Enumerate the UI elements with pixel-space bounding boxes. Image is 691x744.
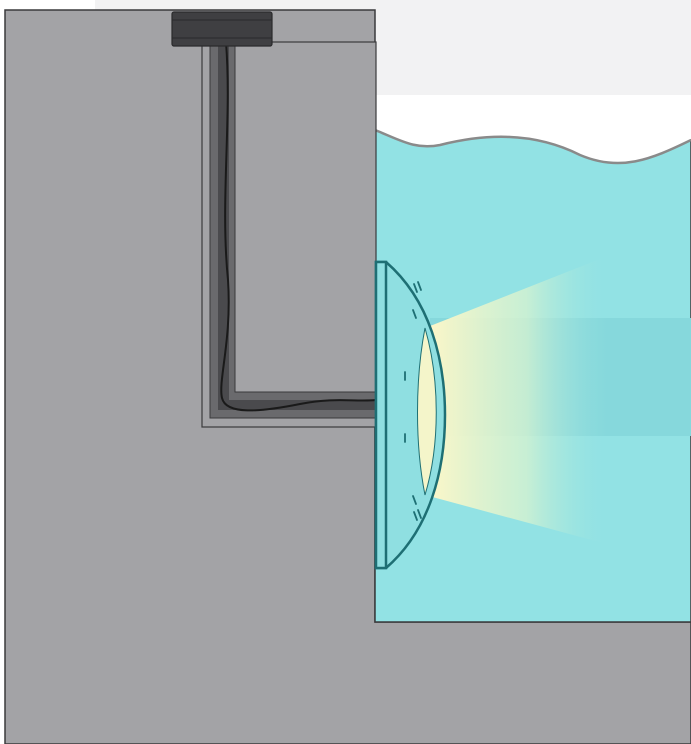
fixture-vent-marks	[404, 281, 422, 521]
light-beam-icon	[425, 255, 610, 545]
cable-icon	[220, 41, 377, 412]
water-surface-line	[374, 128, 691, 165]
fixture-mounting-plate	[374, 260, 388, 570]
fixture-lens	[417, 327, 437, 496]
background-band	[95, 0, 691, 95]
junction-box-icon	[171, 11, 273, 47]
